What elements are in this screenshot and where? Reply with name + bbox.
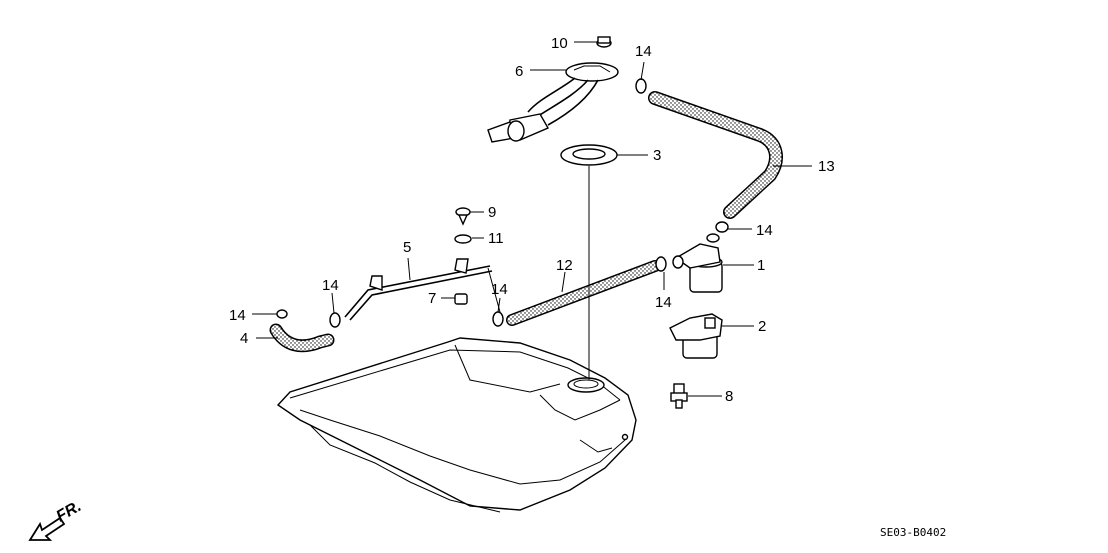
hose-clamps-14 <box>276 78 729 328</box>
callout-14-pipe: 14 <box>655 294 672 311</box>
lock-ring-3 <box>560 144 618 166</box>
callout-2: 2 <box>758 318 766 335</box>
filter-holder-2 <box>669 313 723 359</box>
leader-lines <box>252 41 812 397</box>
drawing-code: SE03-B0402 <box>880 526 946 539</box>
callout-6: 6 <box>515 63 523 80</box>
fuel-pipe-5 <box>344 258 493 321</box>
fuel-tank <box>276 337 637 513</box>
callout-1: 1 <box>757 257 765 274</box>
callout-12: 12 <box>556 257 573 274</box>
callout-11: 11 <box>488 230 504 247</box>
callout-9: 9 <box>488 204 496 221</box>
callout-10: 10 <box>551 35 568 52</box>
callout-3: 3 <box>653 147 661 164</box>
clip-7 <box>454 293 468 305</box>
clip-9 <box>455 207 471 226</box>
callout-14-top: 14 <box>635 43 652 60</box>
callout-8: 8 <box>725 388 733 405</box>
callout-5: 5 <box>403 239 411 256</box>
grommet-11 <box>454 234 472 244</box>
callout-14-filter: 14 <box>756 222 773 239</box>
callout-14-hose4: 14 <box>229 307 246 324</box>
fuel-filter-1 <box>672 233 723 293</box>
front-direction-arrow: FR. <box>28 498 84 541</box>
callout-13: 13 <box>818 158 835 175</box>
callout-4: 4 <box>240 330 248 347</box>
bolt-8 <box>670 383 688 409</box>
callout-14-mid: 14 <box>491 281 508 298</box>
callout-14-left: 14 <box>322 277 339 294</box>
callout-7: 7 <box>428 290 436 307</box>
fuel-pump-sender-unit <box>487 62 619 143</box>
nut-10 <box>596 36 612 48</box>
